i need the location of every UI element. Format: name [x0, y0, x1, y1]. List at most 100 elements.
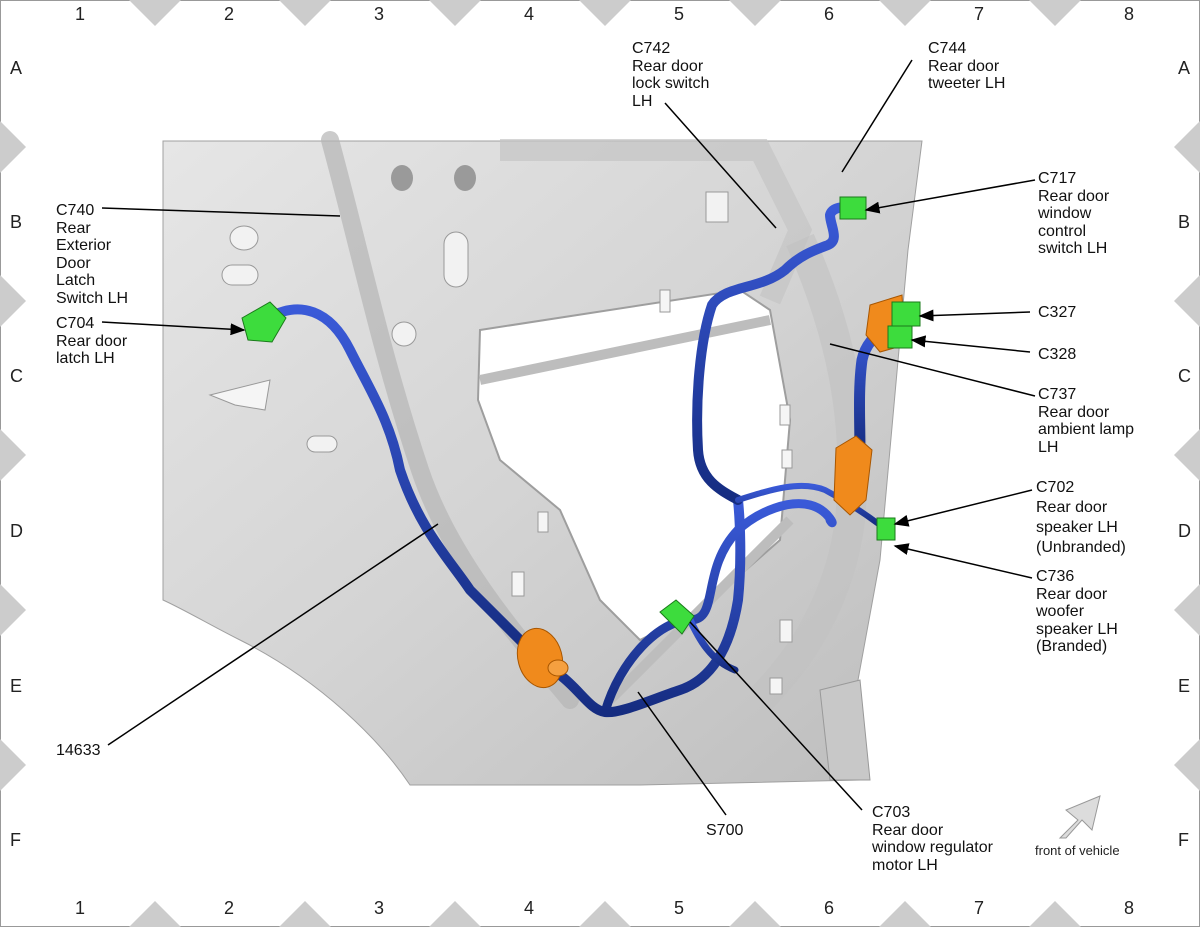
label-c328: C328: [1038, 346, 1076, 364]
frame-marker-top: [879, 0, 931, 26]
label-line: Exterior: [56, 237, 112, 254]
label-c327: C327: [1038, 304, 1076, 322]
connector-c704: [241, 301, 287, 343]
grid-row-left: B: [10, 212, 23, 232]
label-line: C717: [1038, 170, 1077, 187]
label-line: Rear door: [1036, 585, 1108, 603]
label-14633: 14633: [56, 742, 101, 760]
frame-marker-top: [279, 0, 331, 26]
label-line: window regulator: [872, 839, 993, 856]
grid-column-bottom: 2: [224, 898, 235, 918]
label-line: window: [1038, 205, 1092, 222]
frame-marker-top: [429, 0, 481, 26]
grid-column-bottom: 1: [75, 898, 86, 918]
label-line: LH: [1038, 438, 1059, 456]
connector-c327: [891, 301, 921, 327]
label-line: Rear door: [1036, 499, 1108, 516]
frame-marker-right: [1174, 121, 1200, 173]
grid-row-left: C: [10, 366, 23, 386]
frame-marker-right: [1174, 584, 1200, 636]
label-line: latch LH: [56, 350, 115, 367]
grid-column-top: 5: [674, 4, 685, 24]
label-line: C736: [1036, 568, 1075, 585]
connector-c328: [887, 325, 913, 349]
label-line: woofer: [1036, 603, 1085, 620]
frame-marker-bottom: [579, 901, 631, 927]
grid-row-right: D: [1178, 521, 1191, 541]
grid-row-left: F: [10, 830, 21, 850]
grid-column-top: 2: [224, 4, 235, 24]
frame-marker-bottom: [1029, 901, 1081, 927]
label-line: switch LH: [1038, 240, 1108, 257]
frame-marker-top: [129, 0, 181, 26]
label-line: ambient lamp: [1038, 421, 1135, 438]
label-line: Rear door: [632, 57, 704, 75]
label-line: C327: [1038, 304, 1077, 321]
label-line: Rear door: [872, 821, 944, 839]
connector-c702: [876, 517, 896, 541]
label-line: Switch LH: [56, 289, 129, 307]
grid-column-top: 6: [824, 4, 835, 24]
label-line: Rear: [56, 219, 91, 237]
frame-marker-top: [1029, 0, 1081, 26]
label-s700: S700: [706, 822, 743, 840]
grid-column-top: 3: [374, 4, 385, 24]
label-line: S700: [706, 822, 744, 839]
label-line: control: [1038, 222, 1087, 240]
grid-row-left: D: [10, 521, 23, 541]
grid-column-bottom: 8: [1124, 898, 1135, 918]
frame-marker-top: [579, 0, 631, 26]
label-line: Latch: [56, 272, 96, 289]
label-line: C742: [632, 40, 671, 57]
frame-marker-left: [0, 739, 26, 791]
frame-marker-bottom: [279, 901, 331, 927]
frame-marker-right: [1174, 429, 1200, 481]
grid-row-right: A: [1178, 58, 1191, 78]
frame-marker-right: [1174, 739, 1200, 791]
label-line: LH: [632, 92, 653, 110]
frame-marker-right: [1174, 275, 1200, 327]
label-line: (Branded): [1036, 638, 1108, 655]
label-line: C702: [1036, 479, 1075, 496]
grid-row-right: B: [1178, 212, 1191, 232]
frame-marker-left: [0, 121, 26, 173]
label-line: lock switch: [632, 75, 710, 92]
frame-marker-top: [729, 0, 781, 26]
frame-marker-left: [0, 584, 26, 636]
label-line: C328: [1038, 346, 1077, 363]
frame-marker-bottom: [879, 901, 931, 927]
wiring-harness: [263, 202, 894, 718]
label-line: speaker LH: [1036, 519, 1118, 536]
grid-column-bottom: 6: [824, 898, 835, 918]
label-line: Rear door: [1038, 187, 1110, 205]
label-line: Rear door: [928, 57, 1000, 75]
label-line: Door: [56, 254, 91, 272]
label-line: C737: [1038, 386, 1077, 403]
label-line: 14633: [56, 742, 101, 759]
grid-row-left: A: [10, 58, 23, 78]
connector-c717: [839, 196, 867, 220]
grid-column-top: 7: [974, 4, 985, 24]
grid-column-top: 1: [75, 4, 86, 24]
leader-lines: [101, 59, 1036, 816]
grid-column-bottom: 4: [524, 898, 535, 918]
grid-column-bottom: 5: [674, 898, 685, 918]
grommet-lower-left: [516, 627, 569, 689]
label-line: motor LH: [872, 856, 938, 874]
label-line: tweeter LH: [928, 75, 1006, 92]
grid-column-bottom: 7: [974, 898, 985, 918]
frame-marker-bottom: [729, 901, 781, 927]
grid-column-bottom: 3: [374, 898, 385, 918]
label-line: C704: [56, 315, 95, 332]
label-line: C740: [56, 202, 95, 219]
label-line: Rear door: [1038, 403, 1110, 421]
label-line: Rear door: [56, 332, 128, 350]
